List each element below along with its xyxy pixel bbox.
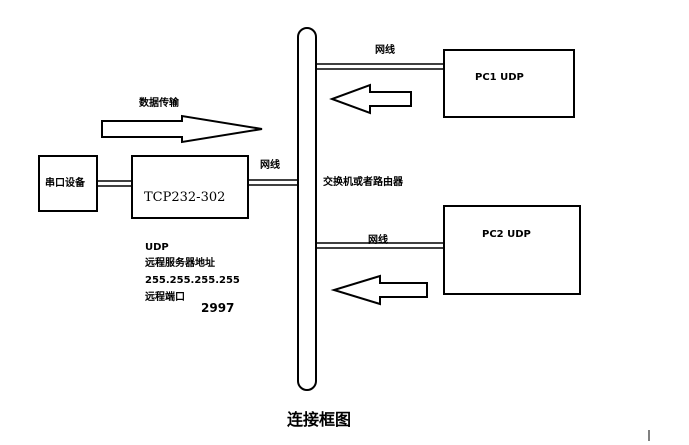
remote-server-addr-value: 255.255.255.255 [145,275,240,286]
serial-device-box [38,155,98,212]
converter-box [131,155,249,219]
remote-server-addr-label: 远程服务器地址 [145,258,215,269]
pc2-label: PC2 UDP [482,229,531,240]
diagram-caption: 连接框图 [287,410,352,429]
remote-port-label: 远程端口 [145,292,185,303]
remote-port-value: 2997 [201,301,235,315]
data-transfer-arrow [101,114,263,144]
net-cable-left-label: 网线 [260,160,280,171]
net-cable-top-label: 网线 [375,45,395,56]
serial-device-label: 串口设备 [45,178,85,189]
data-transfer-label: 数据传输 [139,98,179,109]
pc2-box [443,205,581,295]
switch-router-label: 交换机或者路由器 [323,177,403,188]
protocol-label: UDP [145,242,169,253]
pc2-return-arrow [330,274,428,306]
switch-router-bar [297,27,317,391]
pc1-label: PC1 UDP [475,72,524,83]
converter-label: TCP232-302 [144,190,226,205]
pc1-return-arrow [329,83,412,115]
pc1-box [443,49,575,118]
net-cable-bottom-label: 网线 [368,235,388,246]
